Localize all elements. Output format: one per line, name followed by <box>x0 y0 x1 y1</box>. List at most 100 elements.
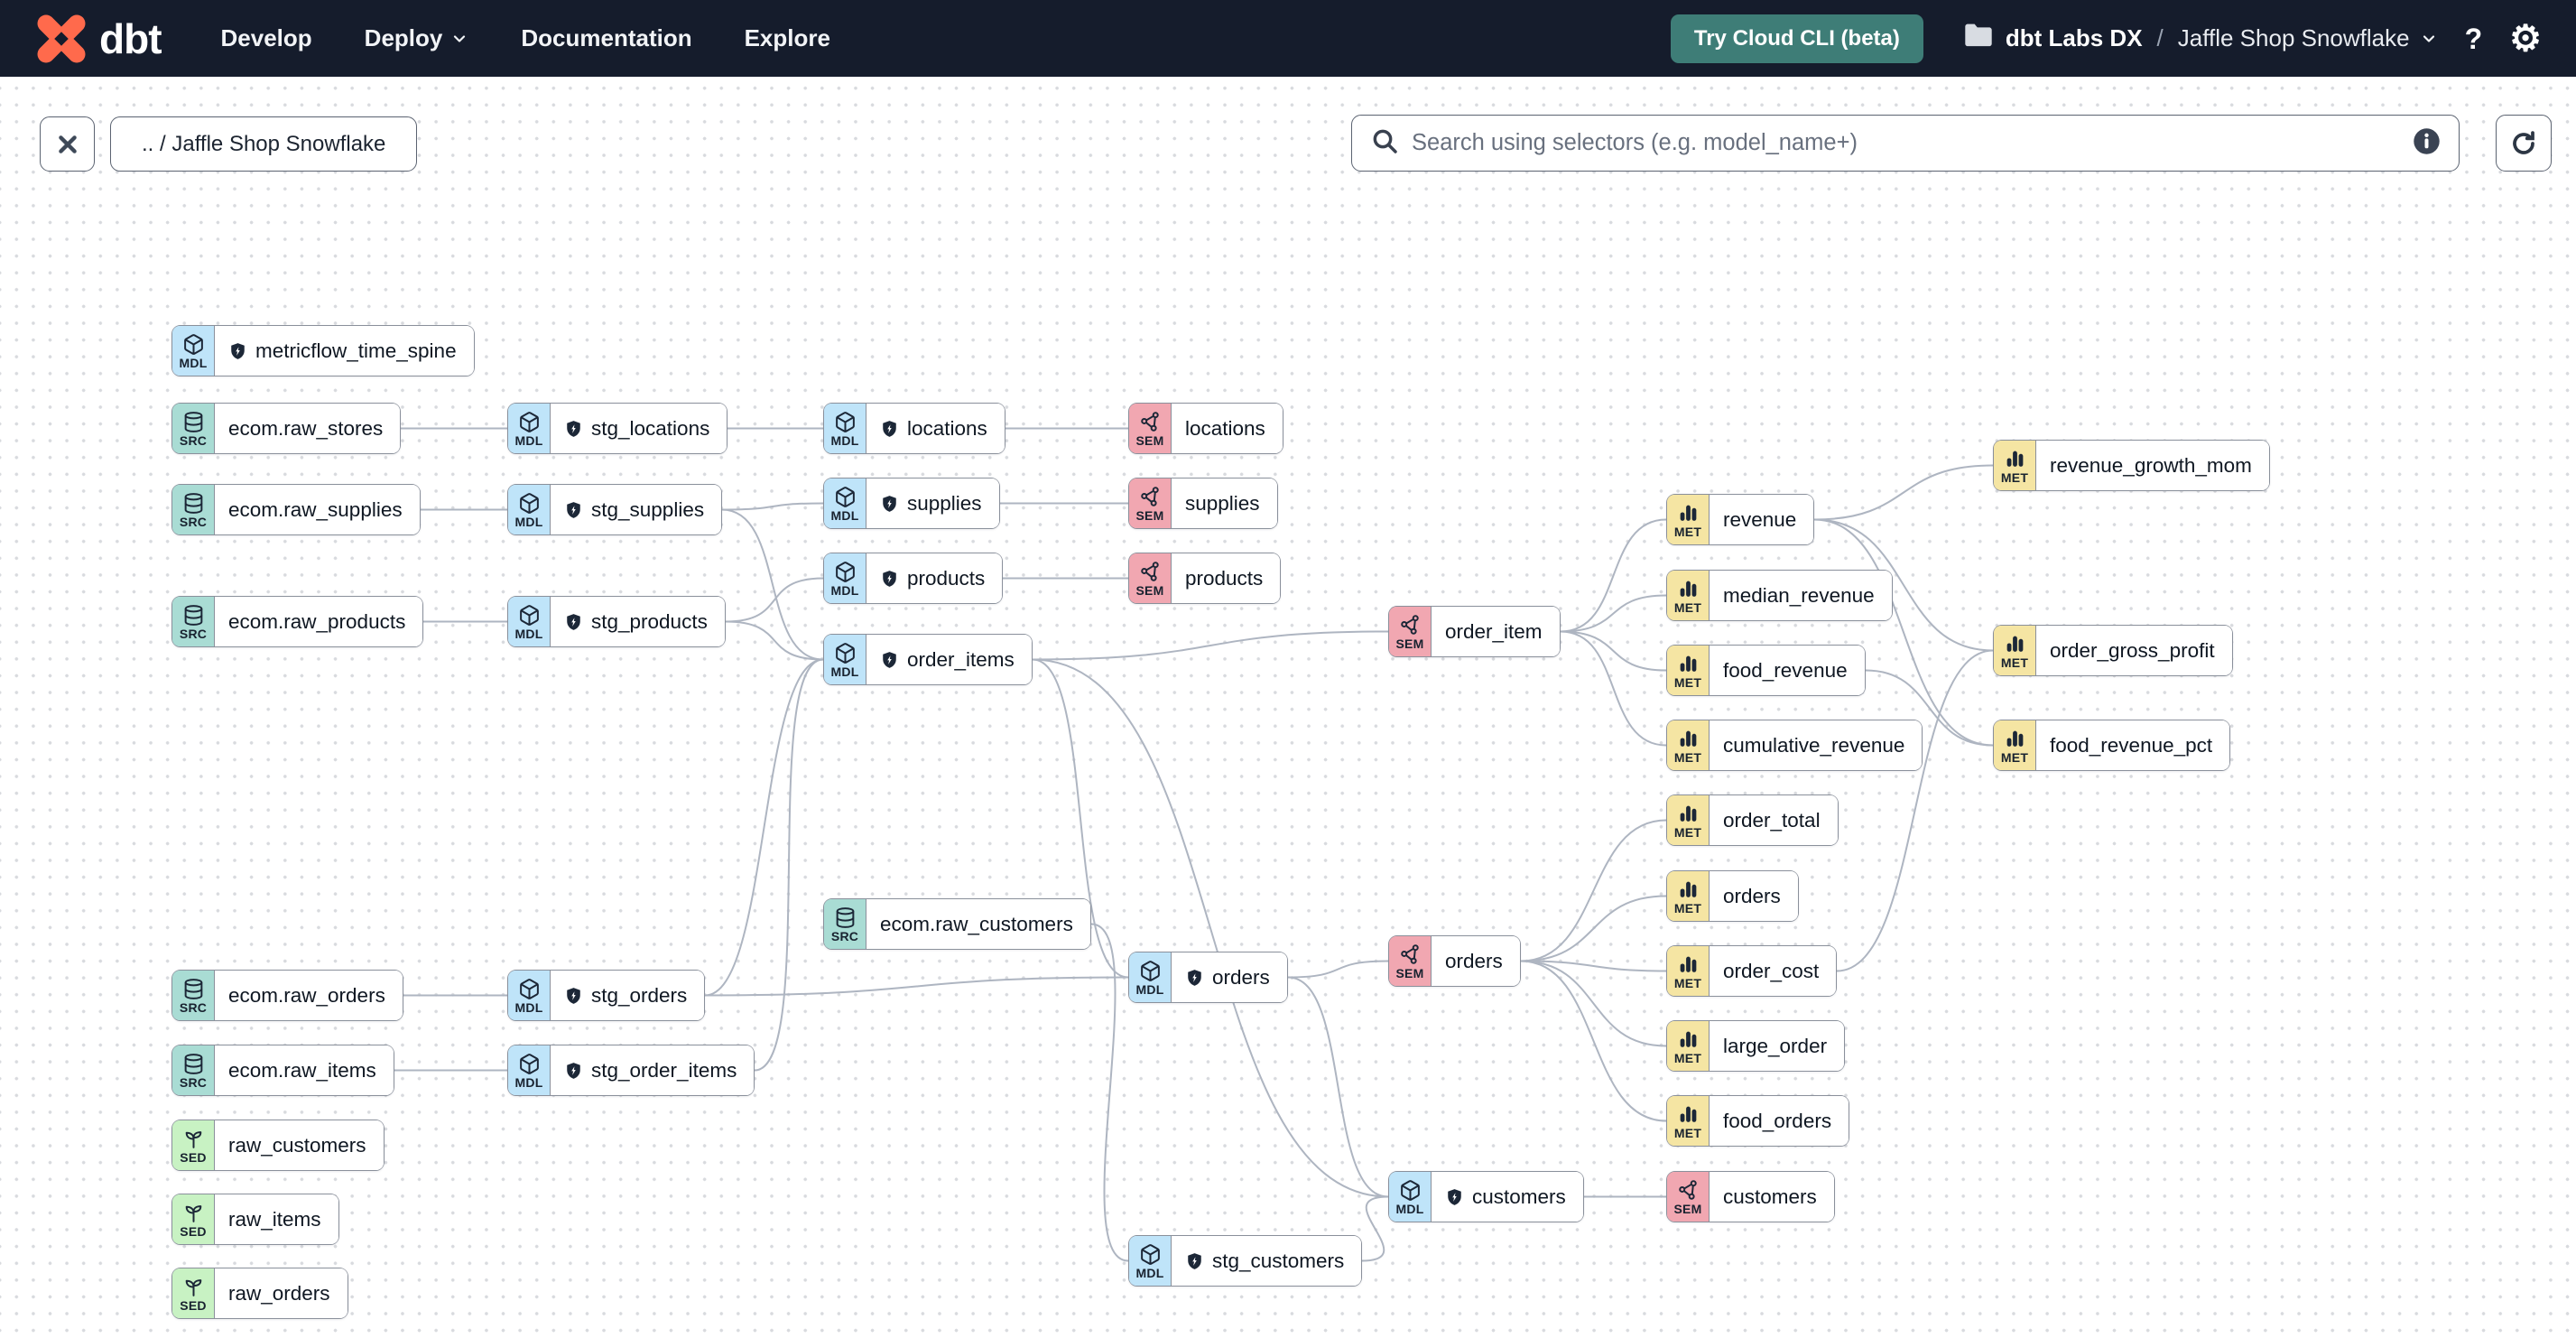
node-body: ecom.raw_customers <box>866 899 1090 949</box>
node-label: customers <box>1472 1185 1566 1208</box>
node-label: stg_customers <box>1212 1249 1345 1272</box>
graph-node-mdl_supplies[interactable]: MDL supplies <box>823 478 1000 529</box>
graph-node-met_food_revenue_pct[interactable]: MET food_revenue_pct <box>1993 720 2231 771</box>
node-type-badge: MET <box>1994 626 2036 675</box>
project-menu[interactable]: Jaffle Shop Snowflake <box>2178 24 2438 52</box>
graph-node-mdl_stg_supplies[interactable]: MDL stg_supplies <box>507 484 723 535</box>
graph-node-src_raw_customers[interactable]: SRC ecom.raw_customers <box>823 898 1091 950</box>
node-body: food_revenue_pct <box>2036 720 2230 770</box>
node-type-badge: MET <box>1994 720 2036 770</box>
node-label: metricflow_time_spine <box>255 339 457 362</box>
graph-node-mdl_stg_customers[interactable]: MDL stg_customers <box>1128 1235 1363 1287</box>
dbt-logo[interactable]: dbt <box>34 12 162 66</box>
graph-node-mdl_orders[interactable]: MDL orders <box>1128 952 1288 1003</box>
node-body: orders <box>1172 952 1287 1002</box>
graph-node-met_food_orders[interactable]: MET food_orders <box>1666 1095 1850 1147</box>
graph-node-mdl_stg_orders[interactable]: MDL stg_orders <box>507 970 706 1021</box>
edge-sem_orders--met_large_order <box>1520 960 1667 1047</box>
node-type-label: MDL <box>830 582 859 598</box>
graph-node-mdl_customers[interactable]: MDL customers <box>1388 1171 1584 1222</box>
node-label: ecom.raw_items <box>228 1058 376 1082</box>
graph-node-sem_order_item[interactable]: SEM order_item <box>1388 606 1561 657</box>
edge-met_food_revenue--met_food_revenue_pct <box>1865 669 1994 747</box>
node-type-label: MET <box>2000 655 2029 670</box>
graph-node-mdl_products[interactable]: MDL products <box>823 553 1004 604</box>
node-body: median_revenue <box>1710 571 1892 620</box>
node-type-badge: SEM <box>1389 936 1432 986</box>
try-cloud-cli-button[interactable]: Try Cloud CLI (beta) <box>1670 14 1923 63</box>
search-input[interactable] <box>1412 130 2400 156</box>
graph-node-met_order_total[interactable]: MET order_total <box>1666 794 1839 846</box>
graph-node-met_revenue[interactable]: MET revenue <box>1666 494 1815 545</box>
graph-node-mdl_order_items[interactable]: MDL order_items <box>823 634 1033 685</box>
graph-node-met_median_revenue[interactable]: MET median_revenue <box>1666 570 1893 621</box>
metric-bars-icon <box>1677 1028 1700 1051</box>
graph-node-met_order_cost[interactable]: MET order_cost <box>1666 945 1838 997</box>
node-type-badge: SRC <box>824 899 866 949</box>
graph-node-sed_raw_orders[interactable]: SED raw_orders <box>171 1268 348 1319</box>
node-body: locations <box>1172 404 1283 453</box>
lineage-breadcrumb-chip[interactable]: .. / Jaffle Shop Snowflake <box>110 116 418 172</box>
node-type-label: MDL <box>179 355 208 370</box>
cube-icon <box>1139 1243 1162 1266</box>
nav-item-deploy[interactable]: Deploy <box>365 24 469 52</box>
edge-mdl_stg_products--mdl_order_items <box>725 620 824 661</box>
edge-mdl_order_items--mdl_orders <box>1032 658 1129 979</box>
gear-icon[interactable]: ⚙ <box>2509 18 2542 59</box>
graph-node-mdl_stg_products[interactable]: MDL stg_products <box>507 596 726 647</box>
breadcrumb-separator: / <box>2156 24 2164 51</box>
node-body: metricflow_time_spine <box>215 326 474 376</box>
shield-icon <box>1185 968 1204 988</box>
cube-icon <box>834 642 857 664</box>
node-type-badge: MET <box>1667 795 1710 845</box>
graph-node-sed_raw_customers[interactable]: SED raw_customers <box>171 1120 385 1171</box>
graph-node-src_raw_orders[interactable]: SRC ecom.raw_orders <box>171 970 403 1021</box>
graph-node-src_raw_stores[interactable]: SRC ecom.raw_stores <box>171 403 402 454</box>
graph-node-met_revenue_growth_mom[interactable]: MET revenue_growth_mom <box>1993 440 2270 491</box>
graph-node-sem_locations[interactable]: SEM locations <box>1128 403 1283 454</box>
info-icon[interactable] <box>2413 127 2441 160</box>
graph-node-mdl_stg_locations[interactable]: MDL stg_locations <box>507 403 728 454</box>
graph-node-met_orders[interactable]: MET orders <box>1666 870 1799 922</box>
node-type-label: SRC <box>179 626 208 641</box>
metric-bars-icon <box>1677 653 1700 675</box>
semantic-graph-icon <box>1677 1179 1700 1202</box>
account-menu[interactable]: dbt Labs DX <box>1963 23 2143 54</box>
graph-node-sem_orders[interactable]: SEM orders <box>1388 935 1521 987</box>
close-lineage-button[interactable] <box>40 116 95 172</box>
graph-node-mdl_locations[interactable]: MDL locations <box>823 403 1005 454</box>
graph-node-sed_raw_items[interactable]: SED raw_items <box>171 1194 339 1245</box>
nav-item-documentation[interactable]: Documentation <box>521 24 691 52</box>
edge-mdl_stg_orders--mdl_orders <box>704 976 1129 997</box>
help-button[interactable]: ? <box>2464 22 2483 55</box>
graph-node-src_raw_products[interactable]: SRC ecom.raw_products <box>171 596 424 647</box>
node-label: food_revenue_pct <box>2050 733 2213 757</box>
node-type-label: MET <box>2000 469 2029 485</box>
edge-mdl_stg_orders--mdl_order_items <box>704 658 824 997</box>
node-type-label: SEM <box>1135 432 1164 448</box>
graph-node-src_raw_supplies[interactable]: SRC ecom.raw_supplies <box>171 484 421 535</box>
graph-node-sem_products[interactable]: SEM products <box>1128 553 1282 604</box>
nav-item-develop[interactable]: Develop <box>221 24 312 52</box>
refresh-button[interactable] <box>2496 115 2552 172</box>
graph-node-mdl_stg_order_items[interactable]: MDL stg_order_items <box>507 1045 755 1096</box>
node-type-badge: MDL <box>1389 1172 1432 1222</box>
nav-item-explore[interactable]: Explore <box>745 24 830 52</box>
graph-node-mdl_time_spine[interactable]: MDL metricflow_time_spine <box>171 325 475 376</box>
graph-node-sem_supplies[interactable]: SEM supplies <box>1128 478 1278 529</box>
graph-node-met_food_revenue[interactable]: MET food_revenue <box>1666 645 1866 696</box>
node-type-badge: MET <box>1667 571 1710 620</box>
node-type-label: MET <box>2000 749 2029 765</box>
graph-node-src_raw_items[interactable]: SRC ecom.raw_items <box>171 1045 394 1096</box>
graph-node-met_cumulative_revenue[interactable]: MET cumulative_revenue <box>1666 720 1923 771</box>
node-type-badge: MET <box>1994 441 2036 490</box>
edge-sem_orders--met_order_total <box>1520 819 1667 962</box>
node-body: supplies <box>1172 479 1277 528</box>
node-body: customers <box>1432 1172 1583 1222</box>
node-type-label: MET <box>1673 674 1702 690</box>
graph-node-met_large_order[interactable]: MET large_order <box>1666 1020 1846 1072</box>
graph-node-met_order_gross_profit[interactable]: MET order_gross_profit <box>1993 625 2233 676</box>
graph-node-sem_customers[interactable]: SEM customers <box>1666 1171 1835 1222</box>
chevron-down-icon <box>2423 34 2434 42</box>
